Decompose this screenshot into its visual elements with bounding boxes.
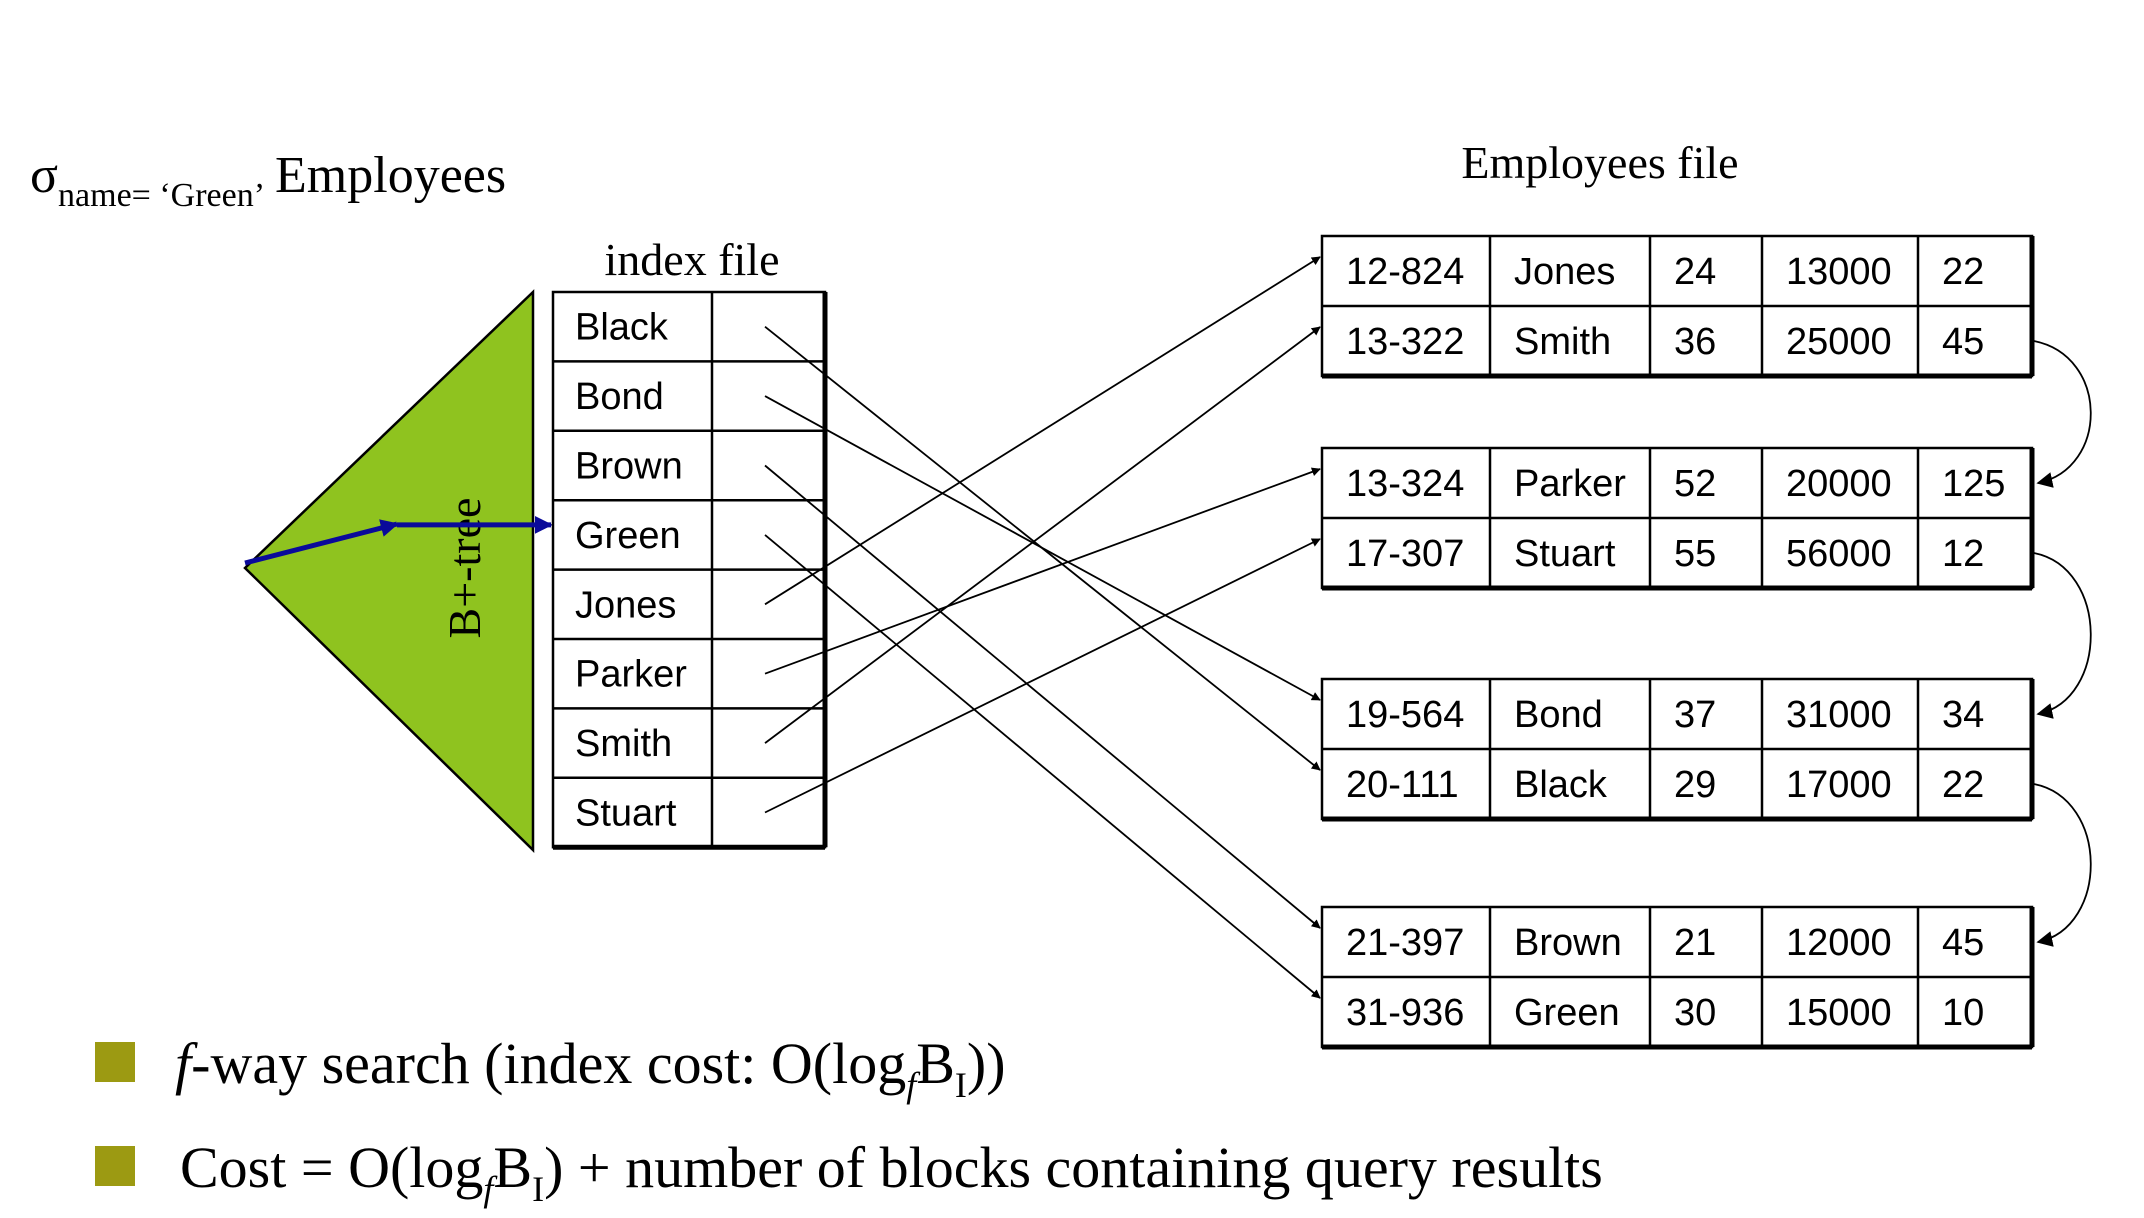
record-field: 17000 (1786, 764, 1892, 806)
bullet-2-text: Cost = O(logfBI) + number of blocks cont… (180, 1135, 1603, 1209)
pointer-parker (764, 467, 1321, 675)
block-chain-arrow (2033, 340, 2092, 488)
pointer-bond (764, 395, 1321, 701)
record-field: 30 (1674, 992, 1716, 1034)
pointer-stuart (764, 538, 1321, 814)
selection-condition: name= ‘Green’ (58, 177, 265, 214)
index-key-bond: Bond (575, 376, 664, 418)
pointer-green (764, 534, 1321, 999)
index-file-title: index file (605, 234, 780, 285)
record-field: 15000 (1786, 992, 1892, 1034)
record-field: 20-111 (1346, 764, 1459, 806)
record-field: 13000 (1786, 251, 1892, 293)
record-field: 21 (1674, 922, 1716, 964)
record-field: 31000 (1786, 694, 1892, 736)
index-key-green: Green (575, 515, 681, 557)
bullet-square-1 (95, 1042, 135, 1082)
record-field: 34 (1942, 694, 1984, 736)
index-key-smith: Smith (575, 723, 672, 765)
index-key-brown: Brown (575, 446, 683, 488)
record-field: 29 (1674, 764, 1716, 806)
record-field: 125 (1942, 463, 2005, 505)
employee-record-smith: 13-322 Smith 36 25000 45 (1346, 321, 1984, 363)
record-field: 45 (1942, 922, 1984, 964)
pointer-jones (764, 256, 1321, 606)
block-chain-arrow (2033, 783, 2092, 947)
employee-record-parker: 13-324 Parker 52 20000 125 (1346, 463, 2005, 505)
record-field: 10 (1942, 992, 1984, 1034)
record-field: Brown (1514, 922, 1622, 964)
record-field: 24 (1674, 251, 1716, 293)
employee-record-jones: 12-824 Jones 24 13000 22 (1346, 251, 1984, 293)
employees-file-title: Employees file (1461, 137, 1738, 188)
employee-block-4: 21-397 Brown 21 12000 45 31-936 Green 30 15000 10 (1320, 905, 2035, 1050)
b-plus-tree-triangle (243, 289, 535, 853)
selection-expression: σname= ‘Green’ Employees (30, 147, 506, 214)
employee-block-1: 12-824 Jones 24 13000 22 13-322 Smith 36 25000 45 (1320, 234, 2035, 379)
record-field: Stuart (1514, 533, 1616, 575)
record-field: Smith (1514, 321, 1611, 363)
index-key-black: Black (575, 307, 669, 349)
employee-record-black: 20-111 Black 29 17000 22 (1346, 764, 1984, 806)
selection-relation: Employees (275, 147, 506, 204)
record-field: 17-307 (1346, 533, 1464, 575)
record-field: 52 (1674, 463, 1716, 505)
record-field: 12-824 (1346, 251, 1464, 293)
pointer-brown (764, 464, 1321, 929)
record-field: 12000 (1786, 922, 1892, 964)
record-field: 37 (1674, 694, 1716, 736)
record-field: 13-322 (1346, 321, 1464, 363)
employee-record-bond: 19-564 Bond 37 31000 34 (1346, 694, 1984, 736)
index-key-parker: Parker (575, 654, 687, 696)
bullet-1-text: f-way search (index cost: O(logfBI)) (175, 1031, 1006, 1105)
search-path-segment-1 (244, 519, 399, 566)
record-field: 25000 (1786, 321, 1892, 363)
record-field: 21-397 (1346, 922, 1464, 964)
employee-block-3: 19-564 Bond 37 31000 34 20-111 Black 29 17000 22 (1320, 677, 2035, 822)
index-key-stuart: Stuart (575, 793, 677, 835)
record-field: Bond (1514, 694, 1603, 736)
record-field: 22 (1942, 251, 1984, 293)
record-field: 31-936 (1346, 992, 1464, 1034)
record-field: 13-324 (1346, 463, 1464, 505)
record-field: 19-564 (1346, 694, 1464, 736)
b-plus-tree-label: B+-tree (439, 498, 490, 639)
record-field: 12 (1942, 533, 1984, 575)
record-field: 56000 (1786, 533, 1892, 575)
record-field: 36 (1674, 321, 1716, 363)
index-pointers (764, 256, 1321, 999)
block-chain-links (2033, 340, 2092, 947)
record-field: Black (1514, 764, 1608, 806)
index-file-table: BlackBondBrownGreenJonesParkerSmithStuar… (551, 290, 828, 850)
block-chain-arrow (2033, 552, 2092, 719)
record-field: 22 (1942, 764, 1984, 806)
employees-file-blocks: 12-824 Jones 24 13000 22 13-322 Smith 36 25000 45… (1320, 234, 2035, 1050)
record-field: 20000 (1786, 463, 1892, 505)
record-field: 45 (1942, 321, 1984, 363)
employee-record-stuart: 17-307 Stuart 55 56000 12 (1346, 533, 1984, 575)
record-field: Jones (1514, 251, 1615, 293)
record-field: Green (1514, 992, 1620, 1034)
bullet-square-2 (95, 1146, 135, 1186)
index-key-jones: Jones (575, 584, 676, 626)
search-path-arrows (244, 515, 553, 566)
record-field: Parker (1514, 463, 1626, 505)
pointer-smith (764, 326, 1321, 744)
employee-block-2: 13-324 Parker 52 20000 125 17-307 Stuart 55 5600… (1320, 446, 2035, 591)
employee-record-brown: 21-397 Brown 21 12000 45 (1346, 922, 1984, 964)
record-field: 55 (1674, 533, 1716, 575)
employee-record-green: 31-936 Green 30 15000 10 (1346, 992, 1984, 1034)
sigma-symbol: σ (30, 147, 58, 204)
